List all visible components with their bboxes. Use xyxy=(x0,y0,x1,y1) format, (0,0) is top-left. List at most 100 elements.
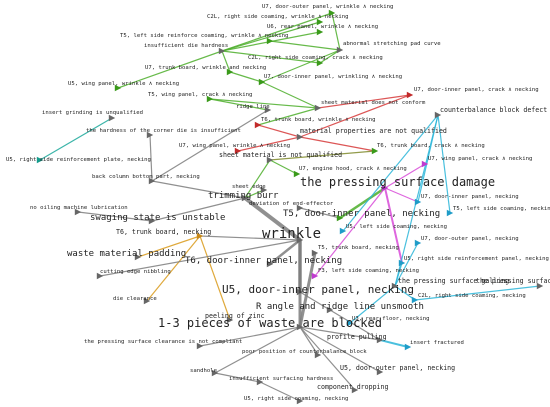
node-marker-door_inner_crack xyxy=(406,91,414,99)
node-label-die_clearance: die clearance xyxy=(113,296,157,302)
node-label-r_angle: R angle and ridge line unsmooth xyxy=(256,302,424,312)
node-label-galling: the pressing surface galling xyxy=(398,277,509,285)
node-label-u5_left_side_coaming: U5, left side coaming, necking xyxy=(346,224,447,230)
node-label-peeling_zinc: peeling of zinc xyxy=(205,312,265,320)
node-marker-u5_left_side_coaming xyxy=(339,227,347,235)
edge-trunk_board_crack2-to-sheet_not_qualified xyxy=(269,150,376,161)
node-marker-c2l_right_necking xyxy=(411,296,419,304)
node-marker-right_side_reinforcement xyxy=(36,156,44,164)
node-label-t6_door_inner_necking: T6, door-inner panel, necking xyxy=(185,256,342,266)
node-label-counterbalance_defect: counterbalance block defect xyxy=(440,106,547,114)
node-label-c2l_right_necking: C2L, right side coaming, necking xyxy=(418,293,526,299)
node-label-insert_grinding: insert grinding is unqualified xyxy=(42,110,143,116)
node-label-u5_right_reinforcement_necking: U5, right side reinforcement panel, neck… xyxy=(404,256,549,262)
node-marker-t5_left_side_coaming xyxy=(446,209,454,217)
node-marker-insert_grinding xyxy=(108,114,116,122)
node-label-engine_hood: U7, engine hood, crack ∧ necking xyxy=(299,166,407,172)
edge-counterbalance_defect-to-t5_left_side_coaming xyxy=(437,114,451,214)
node-label-t5_door_inner: T5, door-inner panel, necking xyxy=(283,209,440,219)
edge-abnormal_pad-to-c2l_right_coaming_crack xyxy=(319,49,341,64)
edge-trimming_burr-to-wrinkle xyxy=(243,196,302,242)
node-marker-galling xyxy=(391,282,399,290)
node-label-rear_panel_wrinkle: U6, rear panel, wrinkle ∧ necking xyxy=(267,24,378,30)
node-marker-f3_left_side xyxy=(311,272,319,280)
node-label-u5_door_inner_necking: U5, door-inner panel, necking xyxy=(222,283,414,296)
node-label-surface_dirty: the pressing surface dirty xyxy=(476,277,550,285)
edge-t5_trunk_board-to-waste_blocked xyxy=(298,252,317,328)
node-label-door_inner_panel_necking: U7, door-inner panel, necking xyxy=(421,194,519,200)
node-marker-u5_door_outer_necking xyxy=(376,368,384,376)
edge-t6_trunk_board_necking-to-peeling_zinc xyxy=(199,235,231,321)
node-label-u7_door_outer_necking: U7, door-outer panel, necking xyxy=(421,236,519,242)
node-marker-t5_door_inner xyxy=(336,214,344,222)
edge-waste_blocked-to-poor_counterbalance xyxy=(299,326,319,356)
edge-insufficient_hardness-to-wing_panel_wrinkle xyxy=(117,50,223,89)
node-label-back_column: back column bottom part, necking xyxy=(92,174,200,180)
edge-waste_blocked-to-profile_pulling xyxy=(299,326,381,341)
node-label-cutting_nibbling: cutting edge nibbling xyxy=(100,269,171,275)
edge-abnormal_pad-to-door_inner_wrinkling xyxy=(261,49,341,83)
node-marker-sheet_material_nonconform xyxy=(314,104,322,112)
edge-sheet_not_qualified-to-engine_hood xyxy=(269,159,298,175)
edge-insufficient_hardness-to-trunk_board_wrinkle xyxy=(221,50,231,73)
edge-waste_blocked-to-sandhole xyxy=(214,326,301,374)
node-label-poor_counterbalance: poor position of counterbalance block xyxy=(242,349,367,355)
edge-left_side_reinforce-to-abnormal_pad xyxy=(269,40,341,51)
node-label-no_oiling: no oiling machine lubrication xyxy=(30,205,128,211)
node-label-left_side_reinforce: T5, left side reinforce coaming, wrinkle… xyxy=(120,33,288,39)
node-marker-component_dropping xyxy=(351,386,359,394)
node-marker-insufficient_surface_hardness xyxy=(256,378,264,386)
node-marker-sandhole xyxy=(211,369,219,377)
edge-u5_door_inner_necking-to-r_angle xyxy=(299,291,331,311)
node-marker-waste_padding xyxy=(134,253,142,261)
node-label-pressing_surface_damage: the pressing surface damage xyxy=(300,175,495,189)
node-marker-door_inner_panel_necking xyxy=(414,198,422,206)
node-label-swaging_unstable: swaging state is unstable xyxy=(90,213,225,223)
node-label-door_inner_wrinkling: U7, door-inner panel, wrinkling ∧ neckin… xyxy=(264,74,402,80)
edge-wrinkle-to-t6_door_inner_necking xyxy=(269,239,301,265)
node-marker-t6_trunk_board_necking xyxy=(196,232,204,240)
node-label-insufficient_hardness: insufficient die hardness xyxy=(144,43,228,49)
node-marker-pressing_surface_damage xyxy=(381,184,389,192)
edge-t6_trunk_board_necking-to-die_clearance xyxy=(146,235,201,302)
edge-door_inner_wrinkling-to-sheet_material_nonconform xyxy=(261,81,319,109)
node-marker-trunk_board_wrinkle xyxy=(226,68,234,76)
node-marker-door_inner_wrinkling xyxy=(258,78,266,86)
edge-insufficient_surface_hardness-to-u5_right_side_coaming xyxy=(259,381,301,402)
node-label-sheet_edge: sheet edge xyxy=(232,184,266,190)
label-layer: U7, door-outer panel, wrinkle ∧ neckingC… xyxy=(6,4,550,402)
node-marker-die_clearance xyxy=(143,297,151,305)
node-label-insufficient_surface_hardness: insufficient surfacing hardness xyxy=(229,376,333,382)
node-marker-surface_dirty xyxy=(536,282,544,290)
edge-galling-to-u3_rear_floor xyxy=(349,285,396,324)
node-marker-engine_hood xyxy=(293,170,301,178)
node-marker-u5_right_reinforcement_necking xyxy=(398,259,406,267)
node-marker-rear_panel_wrinkle xyxy=(316,28,324,36)
node-marker-material_props xyxy=(296,133,304,141)
edge-door_outer_panel_wrinkle-to-abnormal_pad xyxy=(331,12,341,51)
node-label-trunk_board_crack1: T6, trunk board, wrinkle ∧ necking xyxy=(261,117,376,123)
edge-galling-to-c2l_right_necking xyxy=(394,285,416,301)
edge-deviation_effector-to-t5_door_inner xyxy=(299,207,341,219)
node-label-waste_padding: waste material padding xyxy=(67,249,186,259)
node-marker-sheet_edge xyxy=(260,186,268,194)
node-label-t5_left_side_coaming: T5, left side coaming, necking xyxy=(453,206,550,212)
node-label-door_inner_crack: U7, door-inner panel, crack ∧ necking xyxy=(414,87,539,93)
node-marker-t5_trunk_board xyxy=(311,249,319,257)
edge-galling-to-u5_right_reinforcement_necking xyxy=(394,262,403,287)
edge-sheet_not_qualified-to-trimming_burr xyxy=(244,159,271,199)
edge-surface_dirty-to-c2l_right_necking xyxy=(414,285,541,301)
node-marker-u5_right_side_coaming xyxy=(296,397,304,405)
node-label-clearance_not_compliant: the pressing surface clearance is not co… xyxy=(84,339,242,345)
node-label-sandhole: sandhole xyxy=(190,368,218,374)
node-label-deviation_effector: deviation of end-effector xyxy=(249,201,334,207)
node-marker-poor_counterbalance xyxy=(314,351,322,359)
edge-material_props-to-trunk_board_crack1 xyxy=(257,124,301,138)
node-marker-u5_door_inner_necking xyxy=(296,288,304,296)
node-label-material_props: material properties are not qualified xyxy=(300,127,447,135)
node-label-waste_blocked: 1-3 pieces of waste are blocked xyxy=(158,316,382,330)
node-label-hardness_corner: the hardness of the corner die is insuff… xyxy=(86,128,241,134)
node-marker-wing_panel_u7_crack xyxy=(421,160,429,168)
node-marker-u3_rear_floor xyxy=(346,319,354,327)
